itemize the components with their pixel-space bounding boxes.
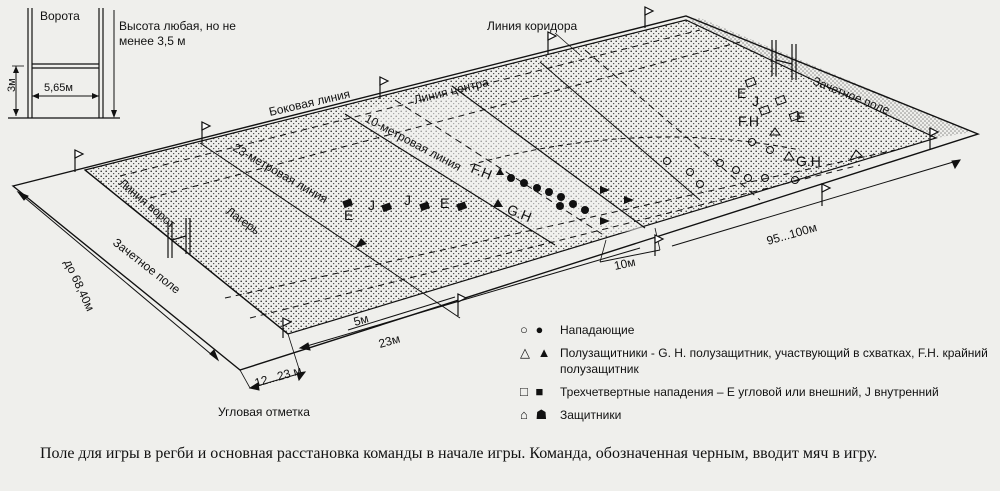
length-dimension: 95...100м xyxy=(765,220,818,248)
threequarters-symbol-icon: □ ■ xyxy=(520,384,546,399)
legend-item: ○ ● Нападающие xyxy=(520,322,990,338)
label-j-left1: J xyxy=(368,197,375,213)
goal-posts-left xyxy=(167,218,191,258)
label-e-right1: E xyxy=(737,85,746,101)
label-j-left2: J xyxy=(404,192,411,208)
fullbacks-symbol-icon: ⌂ ☗ xyxy=(520,407,550,422)
width-dimension: до 68,40м xyxy=(61,257,97,313)
five-dimension: 5м xyxy=(352,311,370,329)
post-width-label: 5,65м xyxy=(44,82,73,94)
halfbacks-symbol-icon: △ ▲ xyxy=(520,345,553,360)
flag-icon xyxy=(929,127,940,150)
flag-icon xyxy=(74,149,85,172)
corner-mark-label: Угловая отметка xyxy=(218,405,310,419)
flag-icon xyxy=(654,234,665,256)
flag-icon xyxy=(282,317,293,338)
flag-icon xyxy=(644,6,655,28)
crossbar-height-label: 3м xyxy=(6,78,18,92)
forwards-symbol-icon: ○ ● xyxy=(520,322,546,337)
legend-item: ⌂ ☗ Защитники xyxy=(520,407,990,423)
figure-caption: Поле для игры в регби и основная расстан… xyxy=(40,445,878,462)
corridor-line-label: Линия коридора xyxy=(487,19,578,33)
goal-height-note: Высота любая, но не менее 3,5 м xyxy=(119,19,236,48)
label-fh-left: F.H xyxy=(469,160,494,183)
flag-icon xyxy=(547,31,558,54)
in-goal-depth-dimension: 12...23 м xyxy=(253,363,303,390)
flag-icon xyxy=(821,183,832,206)
legend-item: △ ▲ Полузащитники - G. H. полузащитник, … xyxy=(520,345,990,377)
black-team xyxy=(342,168,634,248)
goal-inset-title: Ворота xyxy=(40,9,80,23)
player-labels: F.H G.H E J J E E J E F.H G.H xyxy=(344,85,821,225)
legend-item-text: Трехчетвертные нападения – E угловой или… xyxy=(560,385,939,399)
legend-item-text: Защитники xyxy=(560,408,622,422)
label-e-left2: E xyxy=(440,195,449,211)
goal-posts-right xyxy=(771,40,797,80)
label-e-right2: E xyxy=(796,109,805,125)
corner-flags xyxy=(74,6,940,338)
twentythree-dimension: 23м xyxy=(377,331,402,350)
label-fh-right: F.H xyxy=(738,113,759,129)
legend-item: □ ■ Трехчетвертные нападения – E угловой… xyxy=(520,384,990,400)
label-j-right: J xyxy=(752,93,759,109)
white-team xyxy=(663,76,863,188)
flag-icon xyxy=(379,76,390,99)
legend-item-text: Нападающие xyxy=(560,323,635,337)
ten-meter-dimension: 10м xyxy=(613,255,637,273)
legend: ○ ● Нападающие △ ▲ Полузащитники - G. H.… xyxy=(520,322,990,430)
legend-item-text: Полузащитники - G. H. полузащитник, учас… xyxy=(560,346,988,376)
label-gh-right: G.H xyxy=(796,153,821,169)
flag-icon xyxy=(201,121,212,144)
label-e-left: E xyxy=(344,207,353,223)
dimension-lines xyxy=(16,159,961,391)
flag-icon xyxy=(457,293,468,316)
goal-inset: Ворота 3м 5,65м xyxy=(6,8,120,119)
